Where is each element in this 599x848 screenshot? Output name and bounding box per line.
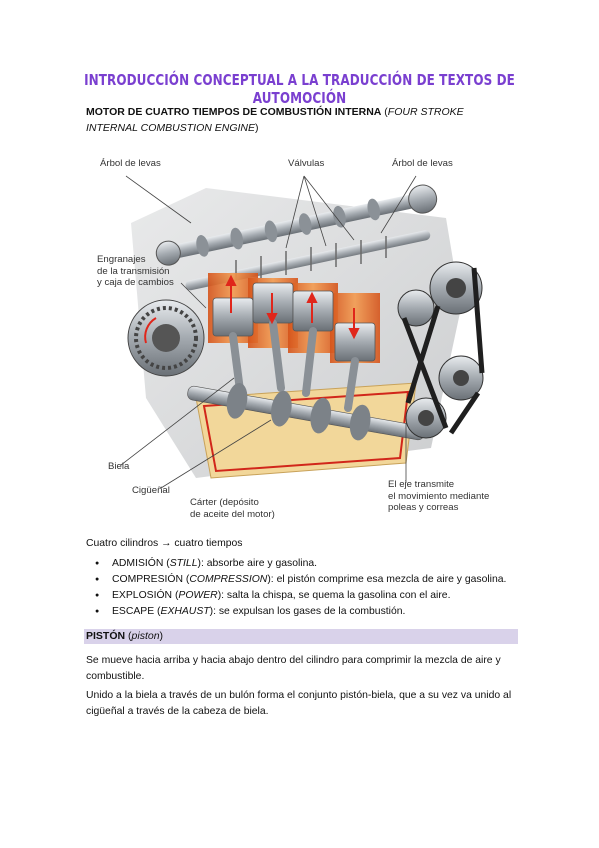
label-camshaft-left: Árbol de levas [100, 158, 161, 169]
stroke-name: EXPLOSIÓN [112, 590, 173, 601]
label-crankshaft: Cigüeñal [132, 485, 170, 496]
label-gears-line1: Engranajes [97, 254, 146, 265]
engine-drawing [120, 175, 485, 489]
label-gears-line2: de la transmisión [97, 265, 170, 277]
stroke-name: ESCAPE [112, 606, 155, 617]
heading-spanish: MOTOR DE CUATRO TIEMPOS DE COMBUSTIÓN IN… [86, 106, 382, 118]
stroke-english: POWER [178, 590, 218, 601]
stroke-list: ADMISIÓN (STILL): absorbe aire y gasolin… [86, 556, 526, 620]
document-title: INTRODUCCIÓN CONCEPTUAL A LA TRADUCCIÓN … [84, 71, 515, 107]
stroke-description: : absorbe aire y gasolina. [200, 558, 318, 569]
piston-paragraph-2: Unido a la biela a través de un bulón fo… [86, 690, 512, 717]
list-item: COMPRESIÓN (COMPRESSION): el pistón comp… [86, 572, 526, 588]
list-item: ADMISIÓN (STILL): absorbe aire y gasolin… [86, 556, 526, 572]
label-oil-pan-line1: Cárter (depósito [190, 497, 259, 508]
label-camshaft-right: Árbol de levas [392, 158, 453, 169]
stroke-english: STILL [169, 558, 198, 569]
engine-illustration: Árbol de levas Válvulas Árbol de levas E… [86, 148, 516, 533]
label-shaft-line1: El eje transmite [388, 479, 455, 490]
heading-close-paren: ) [255, 122, 259, 134]
piston-english: piston [131, 630, 160, 642]
label-connecting-rod: Biela [108, 461, 130, 472]
label-gears: Engranajes de la transmisión y caja de c… [97, 254, 174, 289]
list-item: ESCAPE (EXHAUST): se expulsan los gases … [86, 604, 526, 620]
list-item: EXPLOSIÓN (POWER): salta la chispa, se q… [86, 588, 526, 604]
stroke-name: ADMISIÓN [112, 558, 164, 569]
stroke-description: : se expulsan los gases de la combustión… [213, 606, 406, 617]
label-shaft: El eje transmite el movimiento mediante … [388, 479, 489, 514]
label-shaft-line2: el movimiento mediante [388, 490, 490, 502]
label-shaft-line3: poleas y correas [388, 502, 459, 513]
label-valves: Válvulas [288, 158, 325, 169]
heading-open-paren: ( [381, 106, 388, 118]
piston-term: PISTÓN [86, 630, 126, 642]
piston-paragraph-1: Se mueve hacia arriba y hacia abajo dent… [86, 655, 501, 682]
piston-heading-band: PISTÓN (piston) [84, 629, 518, 644]
label-oil-pan: Cárter (depósito de aceite del motor) [190, 497, 275, 520]
stroke-description: : el pistón comprime esa mezcla de aire … [270, 574, 507, 585]
stroke-english: EXHAUST [160, 606, 210, 617]
intro-line: Cuatro cilindros → cuatro tiempos [86, 538, 243, 549]
stroke-description: : salta la chispa, se quema la gasolina … [221, 590, 451, 601]
stroke-english: COMPRESSION [189, 574, 268, 585]
heading-english: FOUR STROKE INTERNAL COMBUSTION ENGINE [86, 106, 464, 134]
stroke-name: COMPRESIÓN [112, 574, 184, 585]
section-heading: MOTOR DE CUATRO TIEMPOS DE COMBUSTIÓN IN… [86, 104, 516, 136]
label-gears-line3: y caja de cambios [97, 277, 174, 288]
label-oil-pan-line2: de aceite del motor) [190, 508, 275, 520]
